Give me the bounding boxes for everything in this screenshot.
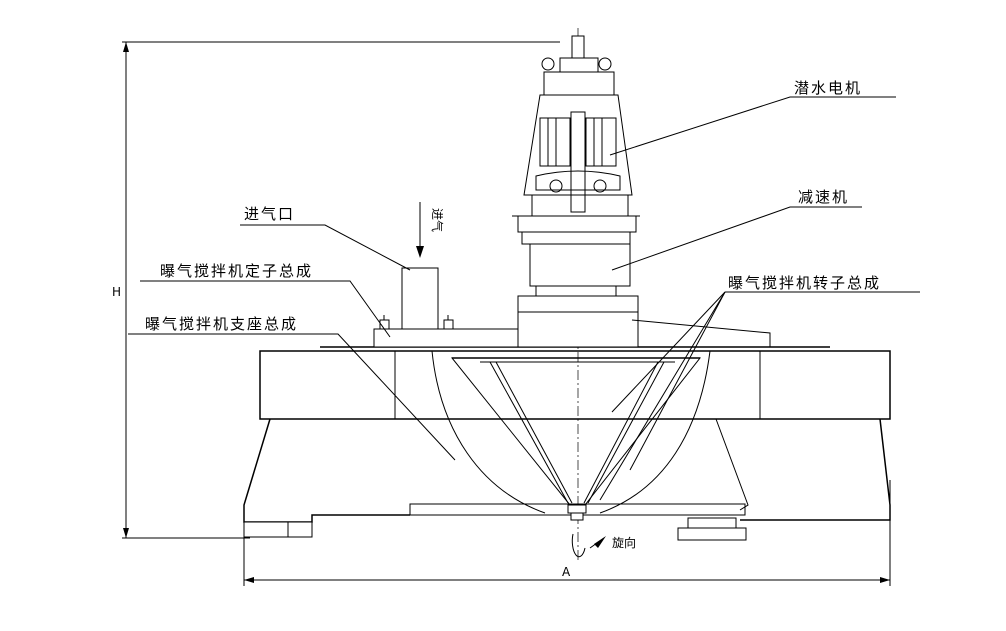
motor-label: 潜水电机 <box>794 79 862 97</box>
air-inlet-label: 进气口 <box>244 205 295 223</box>
reducer-label: 减速机 <box>798 188 849 206</box>
rotation-label: 旋向 <box>612 535 636 550</box>
submersible-motor <box>523 35 633 217</box>
dim-height-label: H <box>112 285 121 299</box>
rotation-indicator: 旋向 <box>571 533 636 558</box>
width-dimension: A <box>243 480 891 586</box>
support-label: 曝气搅拌机支座总成 <box>145 315 298 333</box>
leader-lines <box>128 96 920 501</box>
height-dimension: H <box>112 41 560 539</box>
reducer <box>512 215 640 348</box>
air-in-arrow-label: 进气 <box>430 208 445 232</box>
dim-width-label: A <box>562 565 571 579</box>
support-base <box>243 346 891 541</box>
air-inlet-arrow: 进气 <box>416 202 445 258</box>
rotor-cone <box>450 357 702 521</box>
stator-label: 曝气搅拌机定子总成 <box>160 262 313 280</box>
stator-plate <box>373 267 521 348</box>
rotor-label: 曝气搅拌机转子总成 <box>728 274 881 292</box>
